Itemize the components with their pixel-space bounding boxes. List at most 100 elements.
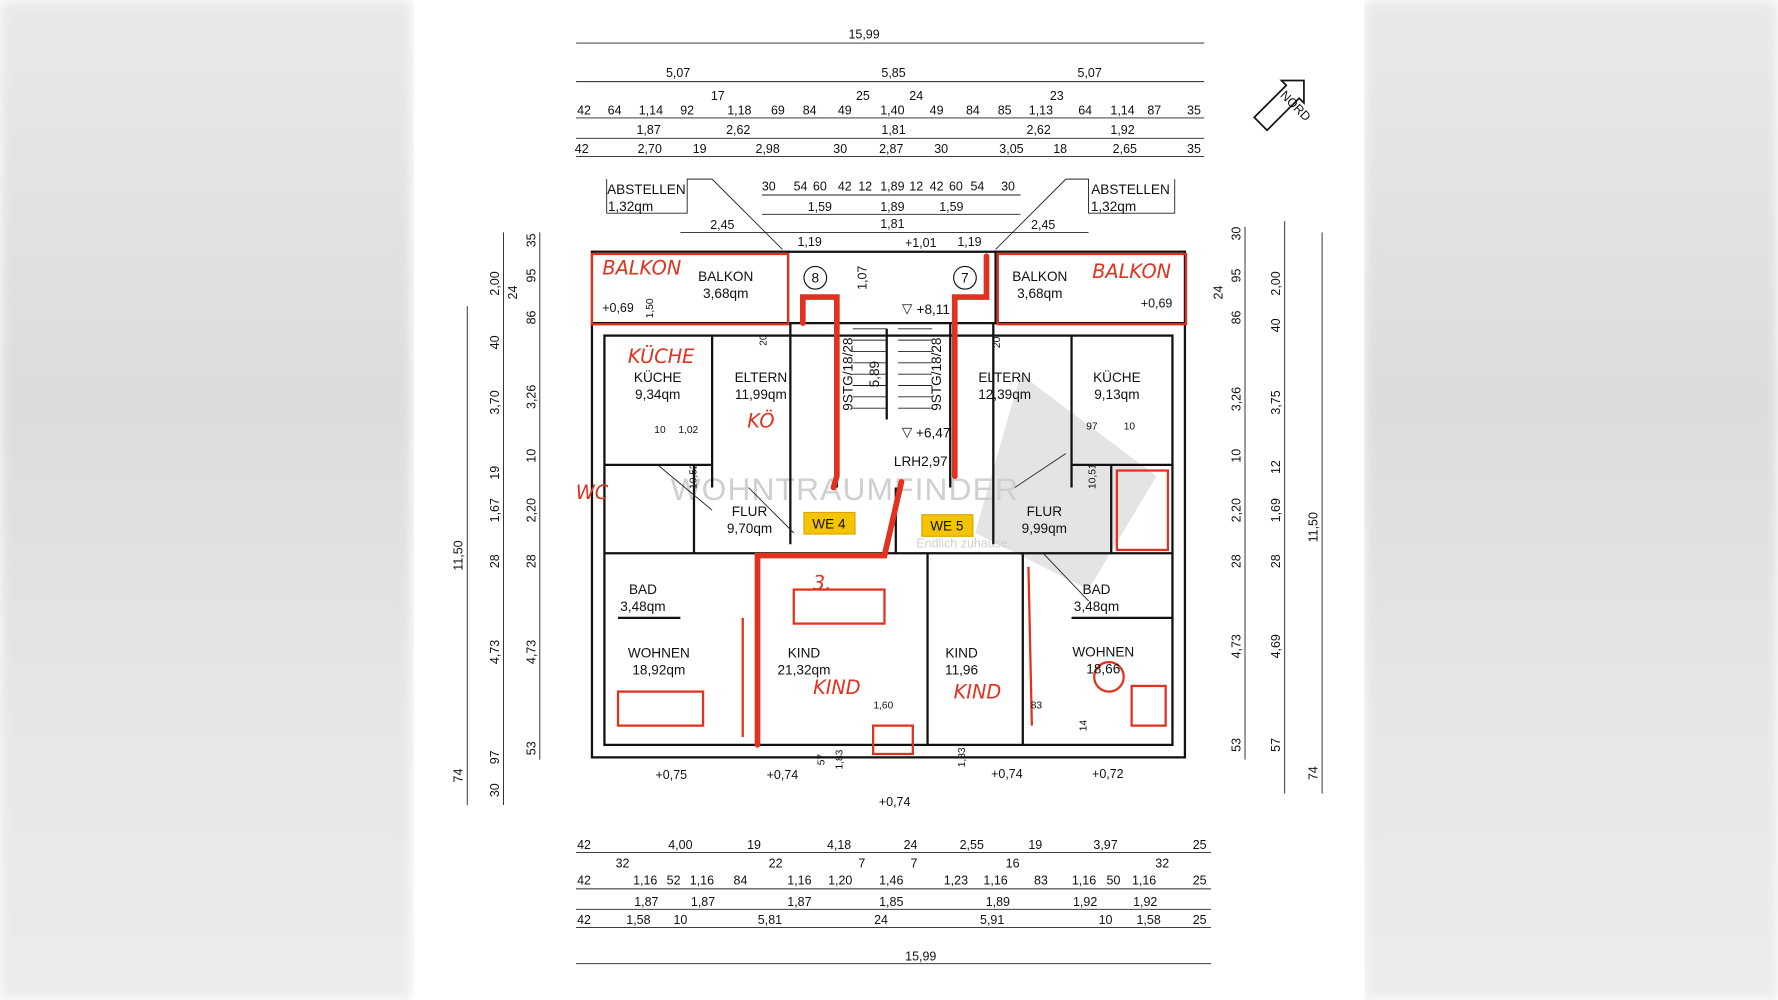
walls: [590, 250, 1187, 759]
dimension-label: 30: [1229, 227, 1243, 241]
dimension-label: 1,81: [881, 123, 905, 137]
annotation-third: 3.: [813, 572, 831, 595]
level-upper: +8,11: [917, 302, 950, 317]
dimension-label: 19: [693, 142, 707, 156]
dimension-label: 74: [1307, 766, 1321, 780]
dimension-label: 42: [577, 104, 591, 118]
level-label: +0,69: [1141, 296, 1173, 310]
dimension-label: 85: [998, 104, 1012, 118]
room-area: 11,96: [945, 663, 978, 678]
room-area: 11,99qm: [735, 387, 787, 402]
dimension-lines: [466, 42, 1323, 965]
dimension-label: 30: [1001, 179, 1015, 193]
door-number-7: [953, 265, 977, 290]
dimension-label: 14: [1078, 720, 1089, 732]
dimension-label: 12: [1269, 460, 1283, 474]
room-name: KÜCHE: [1093, 370, 1141, 385]
dimension-label: 10: [1099, 913, 1113, 927]
room-area: 18,92qm: [632, 663, 685, 678]
annotation-balkon-left: BALKON: [602, 256, 681, 279]
dimension-label: 1,46: [879, 873, 903, 887]
dimension-label: 42: [577, 873, 591, 887]
dimension-label: 4,00: [668, 838, 692, 852]
dimension-label: 92: [680, 104, 694, 118]
dimension-label: 2,87: [879, 142, 903, 156]
room-area: 9,99qm: [1022, 521, 1067, 536]
dimension-label: 3,26: [524, 385, 538, 409]
dimension-label: 1,20: [828, 873, 852, 887]
dimension-label: 28: [524, 554, 538, 568]
dimension-label: 1,18: [727, 104, 751, 118]
dimension-label: 1,92: [1110, 123, 1134, 137]
dimension-label: 42: [575, 142, 589, 156]
room-name: KIND: [788, 646, 821, 661]
room-area: 21,32qm: [778, 663, 831, 678]
dimension-label: 5,81: [758, 913, 782, 927]
dimension-label: 2,65: [1113, 142, 1137, 156]
room-name: WOHNEN: [628, 646, 690, 661]
dimension-label: 10,51: [1087, 463, 1098, 489]
dimension-label: 12: [909, 179, 923, 193]
door-number-8: [803, 265, 828, 290]
room-area: 9,13qm: [1094, 387, 1139, 402]
dimension-label: 18: [1053, 142, 1067, 156]
dimension-label: 1,59: [939, 200, 963, 214]
stair-width: 1,07: [855, 266, 869, 290]
room-name: BALKON: [1012, 269, 1067, 284]
dimension-label: 1,87: [634, 895, 658, 909]
annotation-ko: KÖ: [747, 409, 774, 432]
dimension-label: 24: [909, 89, 923, 103]
dimension-label: 86: [524, 310, 538, 324]
dimension-label: 24: [904, 838, 918, 852]
unit-label-we4: WE 4: [812, 516, 846, 531]
dimension-label: 2,45: [710, 218, 734, 232]
room-name: KIND: [945, 646, 978, 661]
dimension-label: 22: [769, 856, 783, 870]
dimension-label: 2,20: [1229, 498, 1243, 522]
dimension-label: 10: [524, 449, 538, 463]
dimension-label: 86: [1229, 310, 1243, 324]
room-area: 18,66: [1086, 661, 1120, 676]
dimension-label: 95: [1229, 269, 1243, 283]
dimension-label: 1,16: [633, 873, 657, 887]
dimension-label: 1,58: [1136, 913, 1160, 927]
unit-badge-we5: [921, 514, 974, 537]
blurred-background-left: [0, 0, 412, 1000]
dimension-label: 1,02: [678, 425, 698, 436]
dimension-label: 69: [771, 104, 785, 118]
level-label: +0,75: [656, 768, 688, 782]
dimension-label: 1,16: [787, 873, 811, 887]
dimension-label: 10,52: [688, 463, 699, 489]
dimension-label: 28: [1269, 554, 1283, 568]
dimension-label: 1,19: [797, 235, 821, 249]
dimension-label: 25: [1193, 913, 1207, 927]
dimension-label: 11,50: [1307, 512, 1321, 542]
dimension-label: 2,62: [1027, 123, 1051, 137]
dimension-label: 1,14: [639, 104, 663, 118]
stair-spec-left: 9STG/18/28: [841, 337, 856, 410]
room-area: 3,68qm: [1017, 286, 1062, 301]
dimension-label: 54: [970, 179, 984, 193]
level-marker-icon: ▽: [902, 425, 913, 440]
dimension-label: 2,98: [756, 142, 780, 156]
dimension-total: 15,99: [905, 949, 936, 963]
dimension-label: 1,60: [873, 701, 893, 712]
dimension-label: 1,16: [1072, 873, 1096, 887]
storage-area: 1,32qm: [608, 199, 653, 214]
dimension-label: 54: [794, 179, 808, 193]
dimension-label: 32: [1155, 856, 1169, 870]
headroom: LRH2,97: [894, 454, 948, 469]
dimension-label: 24: [506, 286, 520, 300]
door-number-8-label: 8: [812, 270, 820, 285]
storage-label: ABSTELLEN: [1091, 182, 1170, 197]
level-label: +0,74: [879, 795, 911, 809]
room-name: FLUR: [732, 504, 768, 519]
dimension-label: 2,20: [524, 498, 538, 522]
dimension-label: 3,75: [1269, 390, 1283, 414]
dimension-label: 1,16: [690, 873, 714, 887]
dimension-label: 1,89: [880, 200, 904, 214]
dimension-label: 40: [1269, 318, 1283, 332]
dimension-label: 7: [858, 856, 865, 870]
dimension-label: 28: [1229, 554, 1243, 568]
dimension-label: 35: [524, 233, 538, 247]
